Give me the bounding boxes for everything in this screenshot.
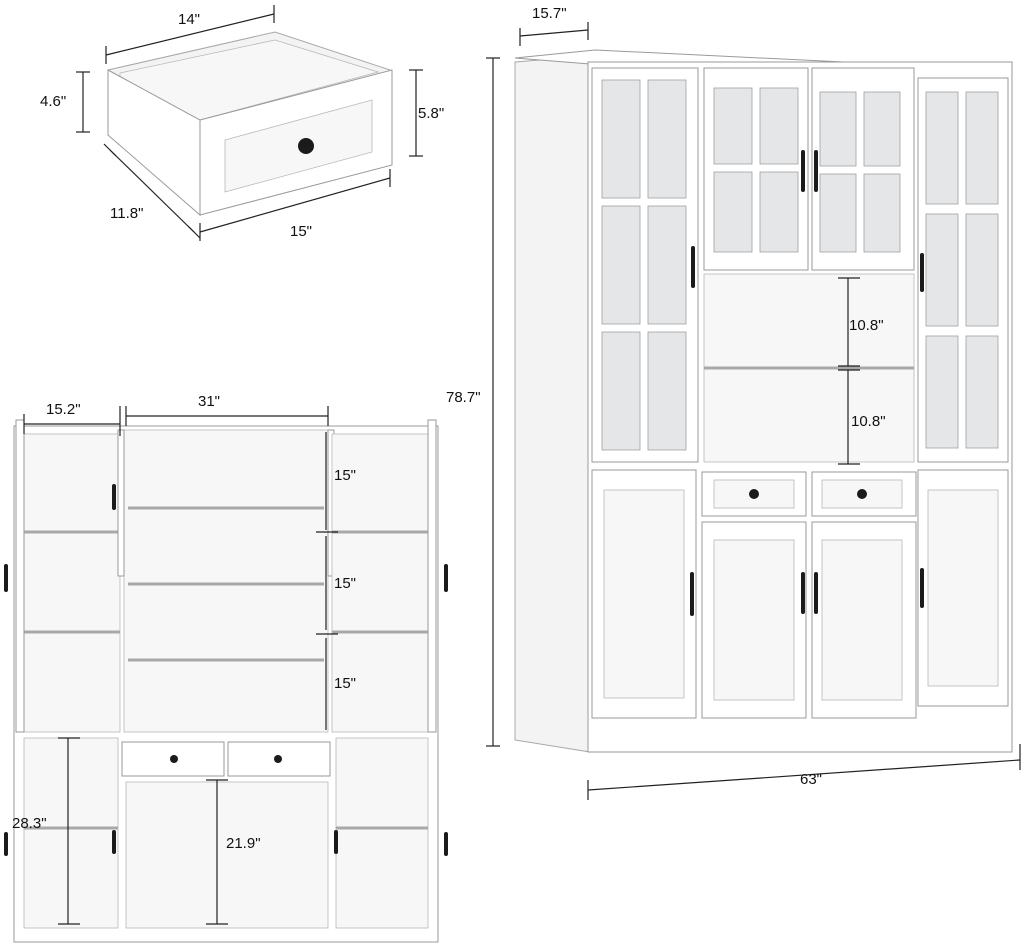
- open-drawer-left-knob: [170, 755, 178, 763]
- shelf-gap-upper-label: 10.8": [849, 317, 884, 334]
- shelf-gap-lower-label: 10.8": [851, 413, 886, 430]
- drawer-dimensions: 14" 4.6" 11.8" 15" 5.8": [40, 5, 444, 241]
- open-lower-right: [335, 737, 429, 929]
- cabinet-side: [514, 55, 591, 753]
- cabinet-open-illustration: [4, 419, 448, 943]
- drawer-illustration: [107, 31, 393, 217]
- cabinet-height-label: 78.7": [446, 389, 481, 406]
- open-shelf-gap-1-label: 15": [334, 467, 356, 484]
- open-shelf-gap-2-label: 15": [334, 575, 356, 592]
- open-left-door-edge: [15, 419, 25, 733]
- drawer-front-height-label: 5.8": [418, 105, 444, 122]
- cabinet-depth-label: 15.7": [532, 5, 567, 22]
- cabinet-open-dimensions: 15.2" 31" 15" 15" 15" 28.3" 21.9": [12, 393, 356, 925]
- cabinet-width-label: 63": [800, 771, 822, 788]
- drawer-back-height-label: 4.6": [40, 93, 66, 110]
- cabinet-front-dimensions: 15.7" 78.7" 10.8" 10.8" 63": [446, 5, 1021, 800]
- drawer-knob: [298, 138, 314, 154]
- drawer-depth-label: 11.8": [110, 205, 143, 222]
- cabinet-front-illustration: [514, 49, 1013, 753]
- open-lower-left: [23, 737, 119, 929]
- open-lower-center-height-label: 21.9": [226, 835, 261, 852]
- front-drawer-left-knob: [749, 489, 759, 499]
- open-right-column: [331, 433, 429, 733]
- open-left-column: [23, 433, 121, 733]
- drawer-top-width-label: 14": [178, 11, 200, 28]
- open-drawer-right-knob: [274, 755, 282, 763]
- open-lower-side-height-label: 28.3": [12, 815, 47, 832]
- open-right-door-edge: [427, 419, 437, 733]
- open-lower-center: [125, 781, 329, 929]
- open-center-door-left-edge: [117, 429, 125, 577]
- open-shelf-gap-3-label: 15": [334, 675, 356, 692]
- drawer-front-width-label: 15": [290, 223, 312, 240]
- open-center-column: [123, 429, 329, 733]
- open-side-width-label: 15.2": [46, 401, 81, 418]
- front-drawer-right-knob: [857, 489, 867, 499]
- open-center-width-label: 31": [198, 393, 220, 410]
